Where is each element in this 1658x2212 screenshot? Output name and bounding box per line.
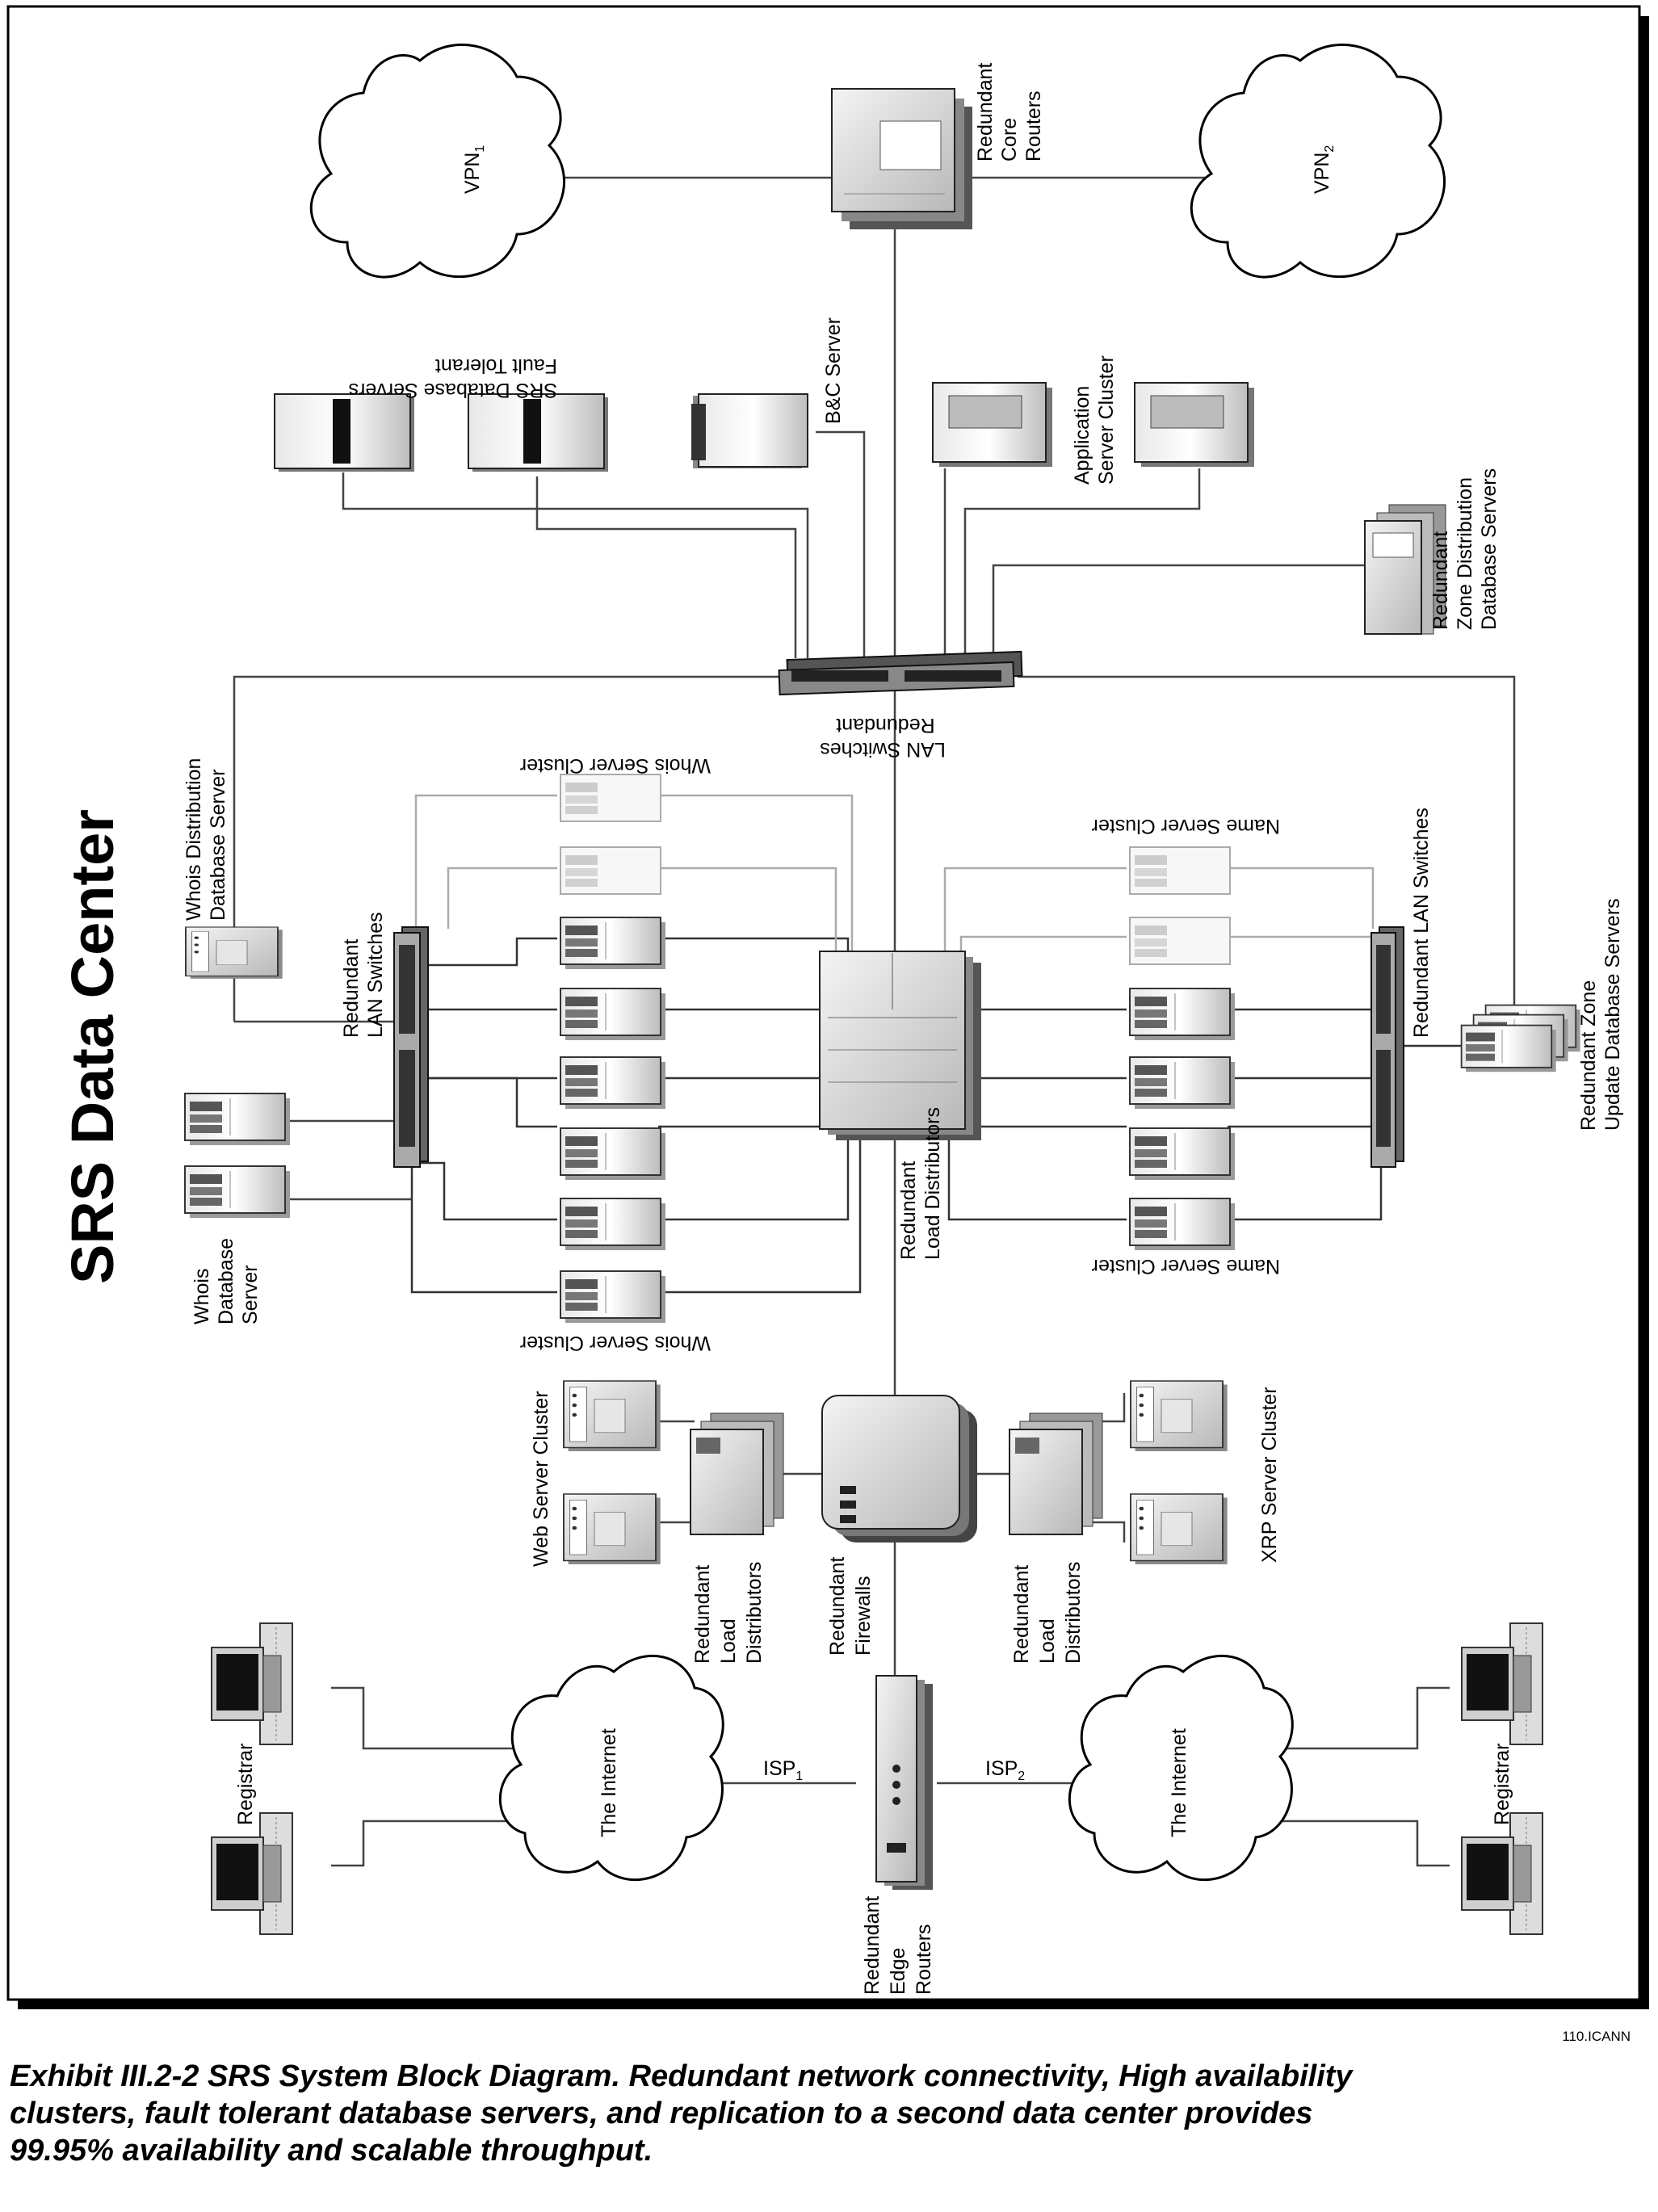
internet-right-label: The Internet [1168,1728,1190,1837]
vpn2-label: VPN2 [1311,145,1337,194]
diagram-canvas: SRS Data Center VPN1 VPN2 Redundant Core… [6,5,1649,2009]
center-load-distributors-label: Redundant Load Distributors [897,1107,944,1260]
registrar-right-label: Registrar [1491,1744,1513,1825]
whois-database-server-2 [184,1165,291,1219]
whois-database-server-label: Whois Database Server [191,1232,262,1324]
bc-server-label: B&C Server [822,317,845,424]
whois-database-server-1 [184,1093,291,1146]
app-server-1 [932,382,1052,467]
firewalls-icon [821,1395,977,1543]
name-cluster-bottom-label: Name Server Cluster [1092,1255,1280,1278]
edge-routers-icon [875,1675,933,1890]
zone-distribution-servers-icon [1364,504,1446,635]
app-cluster-label: Application Server Cluster [1071,355,1118,485]
whois-cluster-top-label: Whois Server Cluster [520,754,711,777]
right-lan-switches-icon [1370,926,1404,1168]
name-cluster-top-label: Name Server Cluster [1092,815,1280,837]
zone-distribution-label: Redundant Zone Distribution Database Ser… [1429,468,1501,630]
top-lan-switches-label: Redundant LAN Switches [820,714,946,761]
bc-server-icon [691,393,808,468]
srs-database-server-1 [274,393,414,472]
isp2-label: ISP2 [985,1757,1025,1783]
core-routers-label: Redundant Core Routers [974,57,1045,162]
top-lan-switches-icon [778,650,1023,696]
edge-routers-label: Redundant Edge Routers [861,1891,935,1995]
whois-cluster-bottom-label: Whois Server Cluster [520,1332,711,1354]
figure-caption: Exhibit III.2-2 SRS System Block Diagram… [10,2058,1641,2169]
caption-line-2: clusters, fault tolerant database server… [10,2097,1313,2130]
caption-line-1: Exhibit III.2-2 SRS System Block Diagram… [10,2059,1353,2093]
connection-lines [233,176,1516,1867]
firewalls-label: Redundant Firewalls [826,1551,875,1656]
right-load-distributors-label: Redundant Load Distributors [1010,1559,1085,1664]
vpn2-cloud [1190,43,1446,279]
page-title: SRS Data Center [59,809,126,1284]
vpn1-cloud [309,43,565,279]
center-load-distributors-icon [819,951,981,1140]
figure-stamp: 110.ICANN [1562,2029,1631,2044]
vpn1-label: VPN1 [461,145,487,194]
internet-left-label: The Internet [598,1728,620,1837]
zone-update-label: Redundant Zone Update Database Servers [1577,898,1624,1131]
internet-cloud-left [498,1654,724,1881]
whois-cluster-faint-lines [414,794,854,953]
left-load-distributors-icon [690,1412,784,1535]
srs-block-diagram: SRS Data Center VPN1 VPN2 Redundant Core… [6,5,1649,2009]
srs-database-server-2 [468,393,608,472]
left-lan-switches-icon [393,926,429,1168]
web-cluster-label: Web Server Cluster [530,1391,552,1567]
left-load-distributors-label: Redundant Load Distributors [691,1559,766,1664]
isp1-label: ISP1 [763,1757,803,1783]
srs-db-label: Fault Tolerant SRS Database Servers [349,355,557,401]
core-routers-icon [831,88,972,229]
app-server-2 [1134,382,1254,467]
right-lan-switches-label: Redundant LAN Switches [1410,808,1433,1038]
caption-line-3: 99.95% availability and scalable through… [10,2134,653,2168]
whois-distribution-label: Whois Distribution Database Server [183,753,229,921]
whois-distribution-server-icon [185,926,283,980]
registrar-left-label: Registrar [234,1744,257,1825]
xrp-cluster-label: XRP Server Cluster [1258,1387,1281,1563]
left-lan-switches-label: Redundant LAN Switches [340,912,387,1038]
internet-cloud-right [1068,1654,1294,1881]
right-load-distributors-icon [1009,1412,1103,1535]
